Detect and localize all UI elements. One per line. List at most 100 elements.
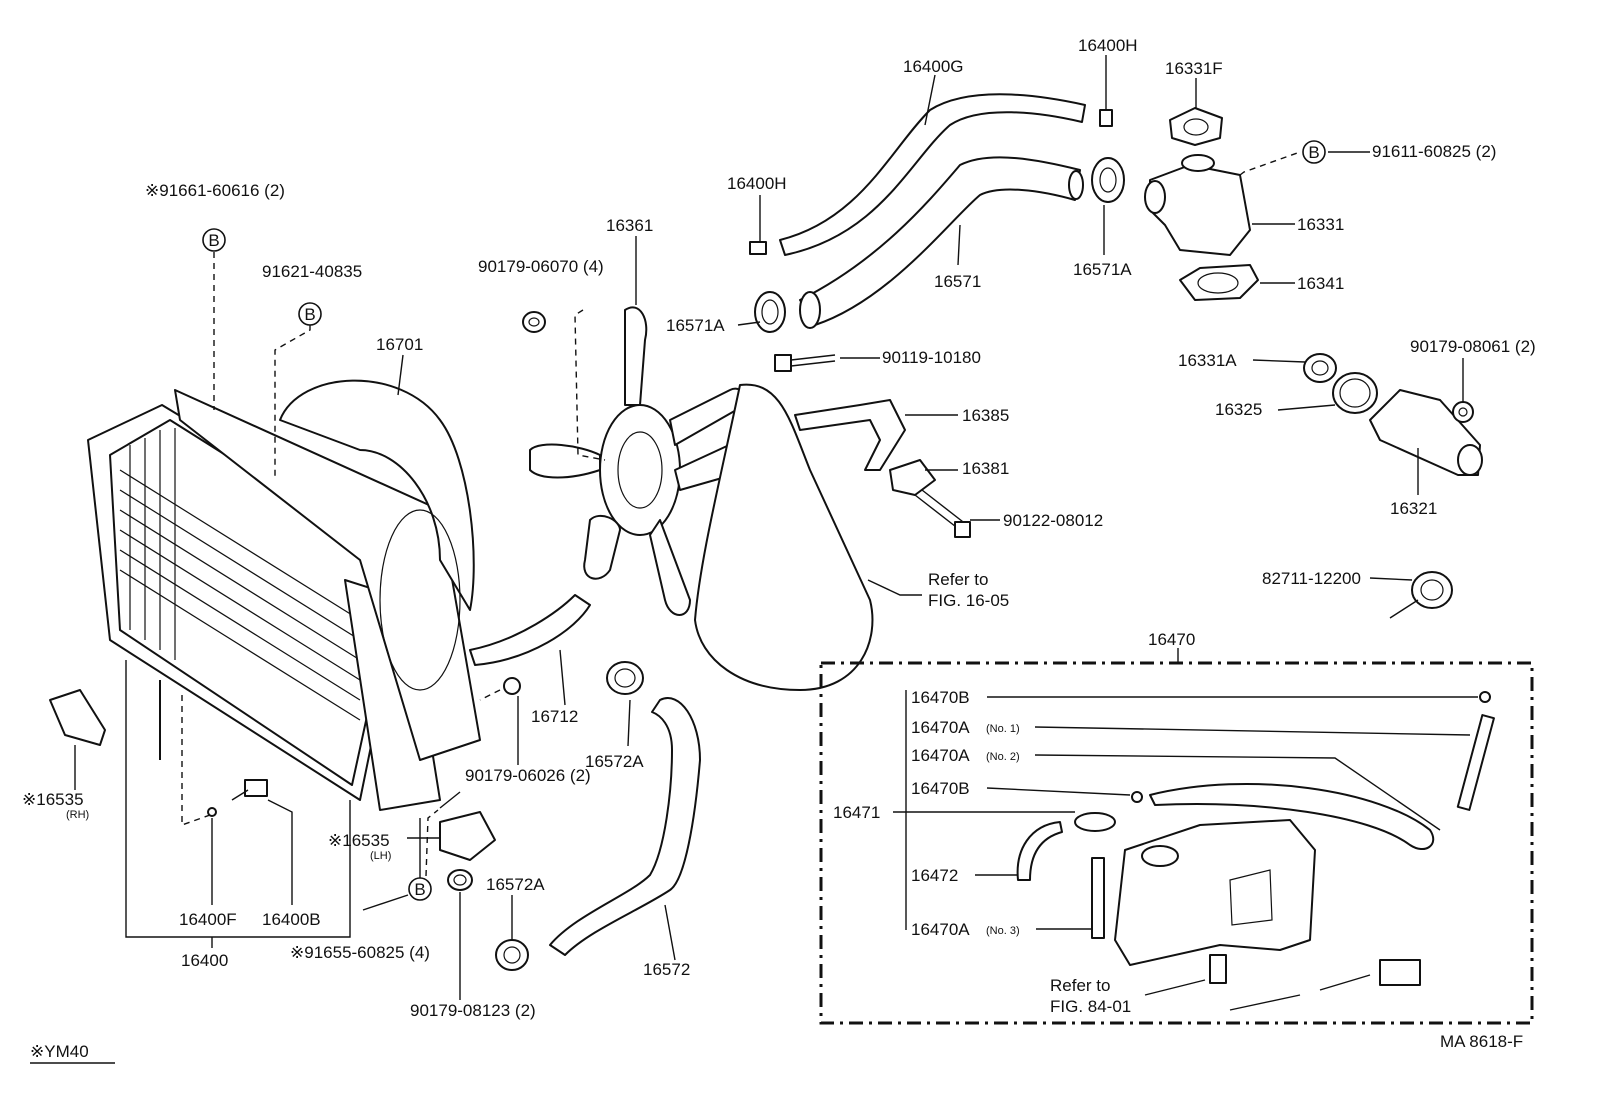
label-figure-reference: MA 8618-F xyxy=(1440,1032,1523,1051)
label-16400B: 16400B xyxy=(262,910,321,929)
cap-16331F xyxy=(1169,107,1223,146)
label-16535-rh: ※16535 xyxy=(22,790,84,809)
label-16471: 16471 xyxy=(833,803,880,822)
hose-16571 xyxy=(799,156,1081,326)
label-no1: (No. 1) xyxy=(986,723,1020,735)
fan-shroud xyxy=(174,379,481,761)
label-16361: 16361 xyxy=(606,216,653,235)
label-16571: 16571 xyxy=(934,272,981,291)
part-labels: ※91661-60616 (2) 91621-40835 16701 90179… xyxy=(22,36,1536,1061)
label-16325: 16325 xyxy=(1215,400,1262,419)
gasket-16341 xyxy=(1179,264,1259,301)
label-16472: 16472 xyxy=(911,866,958,885)
label-16572A-2: 16572A xyxy=(486,875,545,894)
label-16470B-1: 16470B xyxy=(911,688,970,707)
label-90179-06026: 90179-06026 (2) xyxy=(465,766,591,785)
label-90122: 90122-08012 xyxy=(1003,511,1103,530)
clip-16470B-top xyxy=(1479,691,1491,703)
label-91661: ※91661-60616 (2) xyxy=(145,181,285,200)
tank-cap xyxy=(1074,812,1116,832)
hose-16470A-no2 xyxy=(1149,783,1435,850)
hose-16572 xyxy=(549,697,701,956)
water-outlet-16331 xyxy=(1144,154,1251,256)
label-91621: 91621-40835 xyxy=(262,262,362,281)
clamp-16400H-left xyxy=(749,241,767,255)
label-91655: ※91655-60825 (4) xyxy=(290,943,430,962)
svg-text:B: B xyxy=(208,231,219,250)
label-16385: 16385 xyxy=(962,406,1009,425)
label-refer-to-1: Refer to xyxy=(928,570,988,589)
label-16381: 16381 xyxy=(962,459,1009,478)
label-16331F: 16331F xyxy=(1165,59,1223,78)
label-16341: 16341 xyxy=(1297,274,1344,293)
reservoir-group-frame xyxy=(819,661,1534,1025)
clamp-16571A-left xyxy=(754,291,786,333)
label-no2: (No. 2) xyxy=(986,751,1020,763)
label-16400H-left: 16400H xyxy=(727,174,787,193)
label-fig-16-05: FIG. 16-05 xyxy=(928,591,1009,610)
band-clamp-82711 xyxy=(1389,571,1453,619)
label-fig-84-01: FIG. 84-01 xyxy=(1050,997,1131,1016)
label-16321: 16321 xyxy=(1390,499,1437,518)
nut-90179-06026 xyxy=(503,677,521,695)
label-16571A-left: 16571A xyxy=(666,316,725,335)
bracket-16535-rh xyxy=(49,689,106,746)
leader-lines xyxy=(30,55,1478,1064)
label-91611: 91611-60825 (2) xyxy=(1372,142,1496,161)
clamp-16400H-top xyxy=(1099,109,1113,127)
label-16572: 16572 xyxy=(643,960,690,979)
label-16470: 16470 xyxy=(1148,630,1195,649)
label-16400F: 16400F xyxy=(179,910,237,929)
bracket-16385 xyxy=(794,399,906,471)
bracket-16535-lh xyxy=(439,811,496,861)
label-16470B-2: 16470B xyxy=(911,779,970,798)
marker-b-1: B xyxy=(202,228,226,252)
label-rh: (RH) xyxy=(66,809,89,821)
label-16400H-top: 16400H xyxy=(1078,36,1138,55)
marker-b-3: B xyxy=(1302,140,1326,164)
label-16400G: 16400G xyxy=(903,57,964,76)
plug-16400F xyxy=(207,807,217,817)
gasket-16325 xyxy=(1332,372,1378,414)
label-90179-08061: 90179-08061 (2) xyxy=(1410,337,1536,356)
level-sensor xyxy=(1209,954,1421,1011)
nut-90179-06070 xyxy=(522,311,546,333)
label-82711: 82711-12200 xyxy=(1262,569,1361,588)
label-16535-lh: ※16535 xyxy=(328,831,390,850)
label-16331A: 16331A xyxy=(1178,351,1237,370)
svg-text:B: B xyxy=(414,880,425,899)
clamp-16572A-bottom xyxy=(495,939,529,971)
label-16701: 16701 xyxy=(376,335,423,354)
bracket-16381 xyxy=(889,459,936,496)
label-footnote-ym40: ※YM40 xyxy=(30,1042,89,1061)
label-16331: 16331 xyxy=(1297,215,1344,234)
bolt-90122 xyxy=(914,489,971,538)
clip-16470B-mid xyxy=(1131,791,1143,803)
hose-16400G xyxy=(779,93,1086,256)
label-no3: (No. 3) xyxy=(986,925,1020,937)
water-inlet-16321 xyxy=(1369,389,1483,476)
label-90179-08123: 90179-08123 (2) xyxy=(410,1001,536,1020)
svg-text:B: B xyxy=(1308,143,1319,162)
label-lh: (LH) xyxy=(370,850,391,862)
fan-belt xyxy=(694,383,874,691)
label-16470A-1: 16470A xyxy=(911,718,970,737)
cooling-fan xyxy=(529,306,760,616)
label-90119: 90119-10180 xyxy=(882,348,981,367)
label-16572A-1: 16572A xyxy=(585,752,644,771)
marker-b-2: B xyxy=(298,302,322,326)
hose-16470A-no1 xyxy=(1456,714,1495,811)
nut-90179-08061 xyxy=(1452,401,1474,423)
clamp-16571A-right xyxy=(1091,157,1125,203)
clamp-16572A-top xyxy=(606,661,644,695)
nut-90179-08123 xyxy=(447,869,473,891)
label-16571A-right: 16571A xyxy=(1073,260,1132,279)
label-16470A-3: 16470A xyxy=(911,920,970,939)
label-90179-06070: 90179-06070 (4) xyxy=(478,257,604,276)
label-16400: 16400 xyxy=(181,951,228,970)
hose-16712 xyxy=(469,594,591,666)
label-16470A-2: 16470A xyxy=(911,746,970,765)
drain-cock-16400B xyxy=(231,779,268,801)
hose-16472 xyxy=(1016,821,1063,881)
